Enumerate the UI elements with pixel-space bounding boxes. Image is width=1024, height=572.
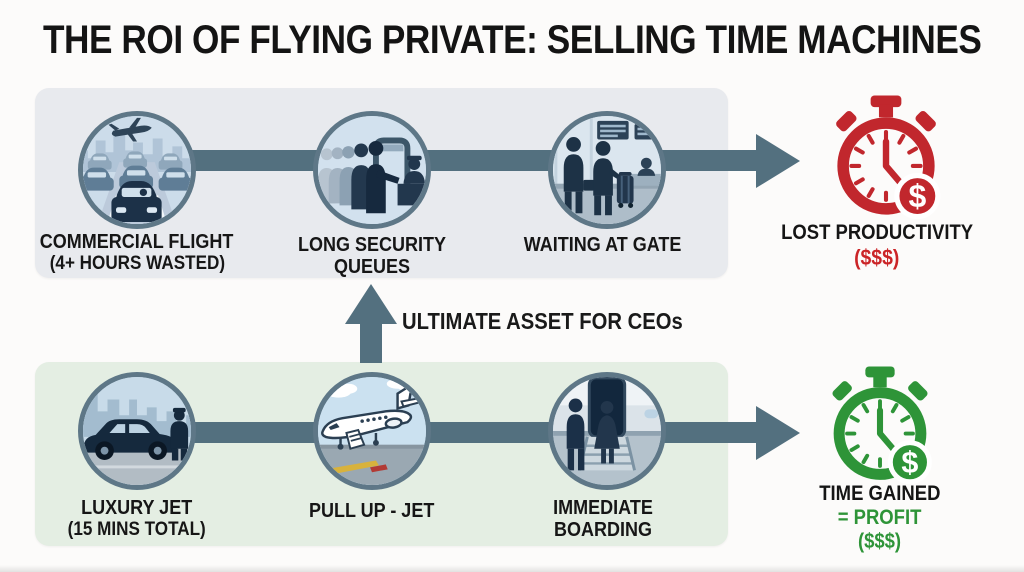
traveler-1	[563, 137, 595, 214]
airplane-icon	[108, 117, 152, 142]
gate-counter	[628, 173, 661, 186]
step-label-luxury-jet: LUXURY JET (15 MINS TOTAL)	[67, 497, 207, 541]
waiting-at-gate-icon	[548, 111, 666, 229]
step-label-immediate-boarding: IMMEDIATE BOARDING	[553, 497, 653, 542]
red-stopwatch-dollar-icon	[822, 93, 950, 221]
up-arrow-shaft	[360, 320, 382, 363]
traffic-cars	[83, 151, 191, 223]
commercial-arrowhead-icon	[756, 134, 800, 188]
security-queue-icon	[313, 111, 431, 229]
boarding-woman	[594, 401, 620, 464]
green-stopwatch-dollar-icon	[819, 364, 941, 486]
traveler-2	[593, 140, 621, 216]
step-label-waiting-gate: WAITING AT GATE	[524, 234, 682, 256]
gate-agent	[637, 157, 656, 176]
divider-label: ULTIMATE ASSET FOR CEOs	[402, 308, 683, 334]
immediate-boarding-icon	[548, 372, 666, 490]
step-label-commercial-flight: COMMERCIAL FLIGHT (4+ HOURS WASTED)	[40, 231, 234, 275]
airport-traffic-jam-icon	[78, 111, 196, 229]
private-arrowhead-icon	[756, 406, 800, 460]
roller-suitcase	[616, 171, 634, 208]
security-officer	[403, 155, 426, 184]
chauffeur-car-icon	[78, 372, 196, 490]
bottom-shadow	[0, 565, 1024, 572]
private-jet-icon	[313, 372, 431, 490]
up-arrow-icon	[345, 284, 397, 324]
page-title: THE ROI OF FLYING PRIVATE: SELLING TIME …	[42, 17, 982, 62]
boarding-man	[566, 398, 585, 471]
outcome-time-gained: TIME GAINED = PROFIT ($$$)	[819, 482, 941, 554]
step-label-pull-up-jet: PULL UP - JET	[309, 500, 435, 522]
luxury-sedan	[83, 419, 178, 461]
jet-body	[321, 384, 421, 450]
security-desk	[397, 183, 426, 206]
step-label-security-queues: LONG SECURITY QUEUES	[297, 234, 446, 279]
outcome-lost-productivity: LOST PRODUCTIVITY ($$$)	[780, 221, 974, 271]
chauffeur	[170, 407, 189, 461]
